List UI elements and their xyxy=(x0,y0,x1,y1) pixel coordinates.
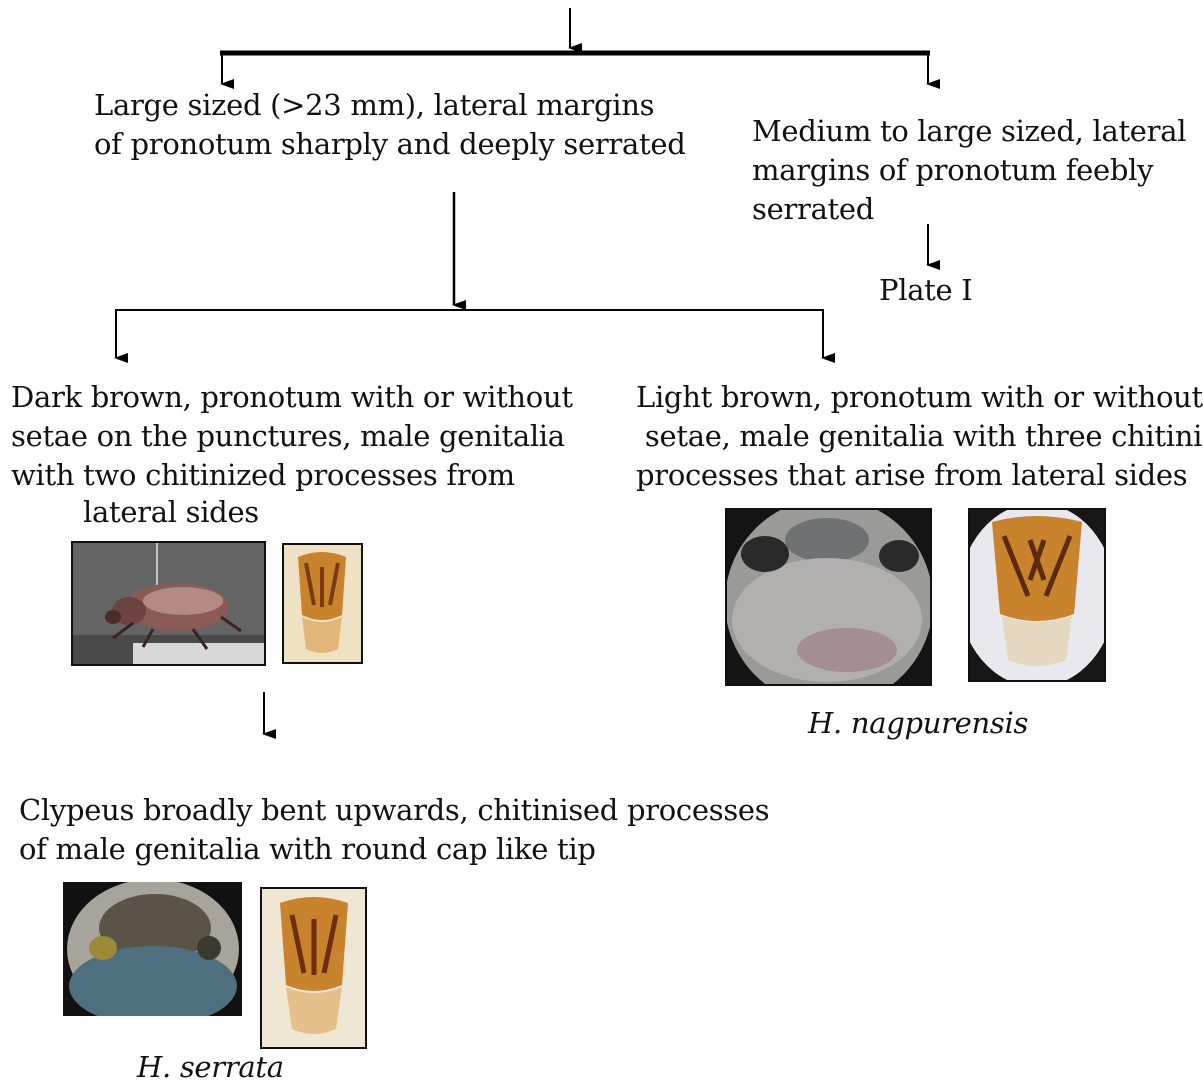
node-line: Light brown, pronotum with or without xyxy=(636,378,1203,417)
medium-large-node: Medium to large sized, lateral margins o… xyxy=(752,112,1186,229)
node-line: Medium to large sized, lateral xyxy=(752,112,1186,151)
large-sized-node: Large sized (>23 mm), lateral margins of… xyxy=(94,86,685,164)
node-line: of male genitalia with round cap like ti… xyxy=(19,830,769,869)
species-label-nagpurensis: H. nagpurensis xyxy=(808,704,1028,743)
node-line: processes that arise from lateral sides xyxy=(636,456,1203,495)
node-line: of pronotum sharply and deeply serrated xyxy=(94,125,685,164)
node-line: Large sized (>23 mm), lateral margins xyxy=(94,86,685,125)
genitalia-illustration xyxy=(970,510,1104,680)
genitalia-photo-serrata xyxy=(260,887,367,1049)
node-line: margins of pronotum feebly xyxy=(752,151,1186,190)
beetle-lateral-illustration xyxy=(73,543,264,664)
node-line: serrated xyxy=(752,190,1186,229)
node-line: lateral sides xyxy=(11,493,573,532)
node-line: setae, male genitalia with three chitini… xyxy=(636,417,1203,456)
genitalia-photo-dark-brown xyxy=(282,543,363,664)
plate-label: Plate I xyxy=(879,271,972,310)
species-label-serrata: H. serrata xyxy=(137,1048,284,1087)
clypeus-node: Clypeus broadly bent upwards, chitinised… xyxy=(19,791,769,869)
node-line: setae on the punctures, male genitalia xyxy=(11,417,573,456)
dark-brown-node: Dark brown, pronotum with or without set… xyxy=(11,378,573,532)
node-line: Dark brown, pronotum with or without xyxy=(11,378,573,417)
pronotum-photo-nagpurensis xyxy=(725,508,932,686)
pronotum-photo-serrata xyxy=(63,882,242,1016)
light-brown-node: Light brown, pronotum with or without se… xyxy=(636,378,1203,495)
pronotum-illustration xyxy=(727,510,930,684)
node-line: Clypeus broadly bent upwards, chitinised… xyxy=(19,791,769,830)
beetle-lateral-photo xyxy=(71,541,266,666)
genitalia-photo-nagpurensis xyxy=(968,508,1106,682)
genitalia-illustration xyxy=(262,889,365,1047)
genitalia-illustration xyxy=(284,545,361,662)
pronotum-illustration xyxy=(63,882,242,1016)
node-line: with two chitinized processes from xyxy=(11,456,573,495)
